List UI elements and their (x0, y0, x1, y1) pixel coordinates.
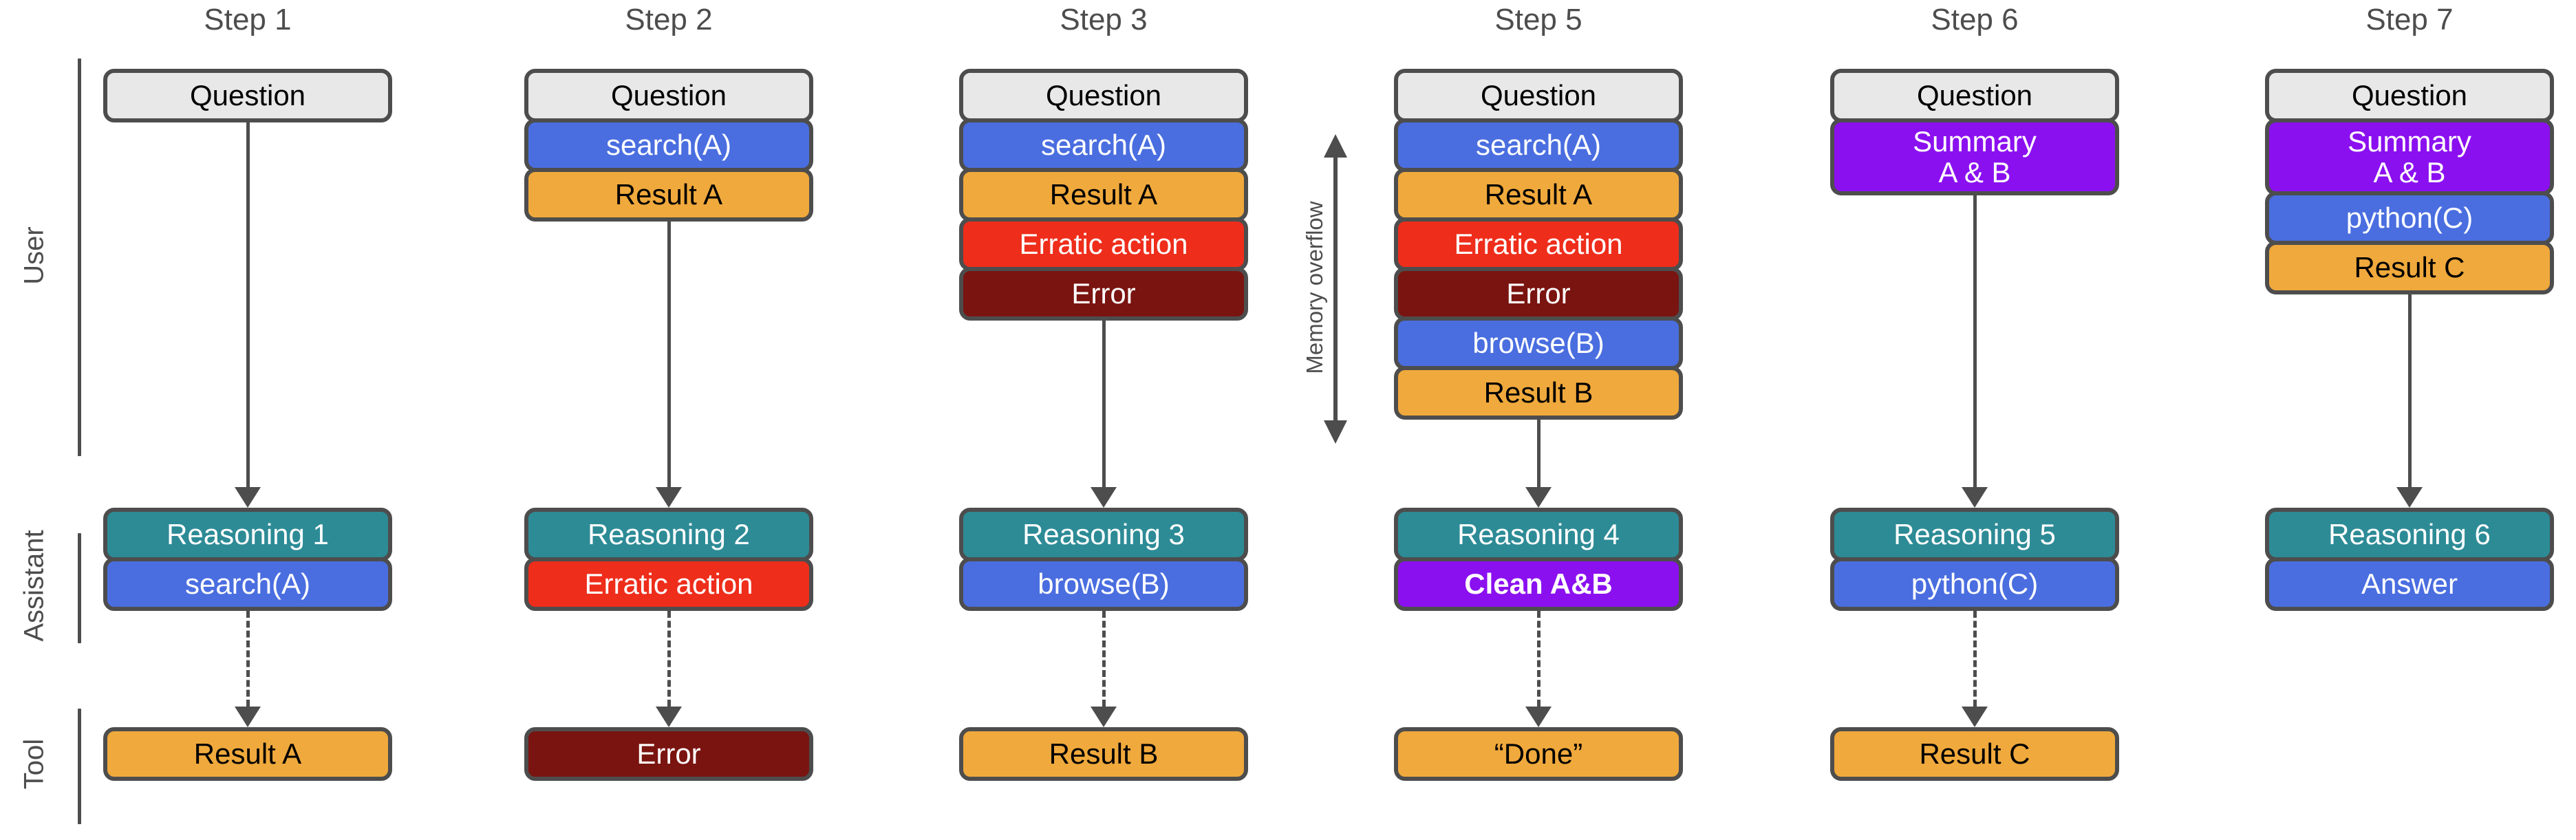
node-user-4-2: search(A) (1394, 118, 1683, 172)
node-assistant-4-1: Reasoning 4 (1394, 508, 1683, 561)
node-user-2-1: Question (524, 69, 813, 122)
node-user-4-6: browse(B) (1394, 316, 1683, 370)
node-user-3-4: Erratic action (959, 217, 1248, 271)
lane-label-assistant: Assistant (19, 530, 50, 642)
node-user-2-2: search(A) (524, 118, 813, 172)
node-assistant-5-1: Reasoning 5 (1830, 508, 2119, 561)
node-user-2-3: Result A (524, 168, 813, 222)
flow-user-to-assistant-6-arrowhead (2396, 487, 2423, 508)
flow-user-to-assistant-3-arrowhead (1091, 487, 1117, 508)
node-user-3-1: Question (959, 69, 1248, 122)
flow-user-to-assistant-4-arrowhead (1525, 487, 1552, 508)
node-user-4-5: Error (1394, 267, 1683, 321)
memory-overflow-label: Memory overflow (1302, 201, 1327, 374)
flow-assistant-to-tool-1-arrowhead (235, 707, 261, 727)
lane-axis-assistant (78, 533, 81, 643)
node-tool-1-1: Result A (103, 727, 392, 781)
node-user-6-4: Result C (2265, 241, 2554, 294)
node-assistant-1-2: search(A) (103, 557, 392, 611)
flow-user-to-assistant-2-line (667, 222, 671, 487)
node-user-4-4: Erratic action (1394, 217, 1683, 271)
node-assistant-2-1: Reasoning 2 (524, 508, 813, 561)
node-tool-3-1: Result B (959, 727, 1248, 781)
flow-user-to-assistant-1-line (246, 122, 250, 487)
node-user-6-3: python(C) (2265, 191, 2554, 245)
memory-overflow-arrowhead-down (1324, 420, 1347, 444)
node-user-1-1: Question (103, 69, 392, 122)
node-user-5-1: Question (1830, 69, 2119, 122)
node-user-3-3: Result A (959, 168, 1248, 222)
flow-assistant-to-tool-5-line (1973, 611, 1977, 707)
node-assistant-1-1: Reasoning 1 (103, 508, 392, 561)
lane-axis-user (78, 58, 81, 456)
node-user-4-7: Result B (1394, 366, 1683, 420)
step-title-1: Step 1 (204, 3, 292, 36)
memory-overflow-arrowhead-up (1324, 134, 1347, 158)
node-assistant-3-1: Reasoning 3 (959, 508, 1248, 561)
flow-assistant-to-tool-3-arrowhead (1091, 707, 1117, 727)
node-assistant-3-2: browse(B) (959, 557, 1248, 611)
node-user-4-3: Result A (1394, 168, 1683, 222)
flow-assistant-to-tool-4-arrowhead (1525, 707, 1552, 727)
node-assistant-6-2: Answer (2265, 557, 2554, 611)
flow-user-to-assistant-3-line (1102, 321, 1106, 487)
memory-overflow-arrow-shaft (1333, 158, 1338, 420)
flow-assistant-to-tool-2-line (667, 611, 671, 707)
lane-label-tool: Tool (19, 738, 50, 790)
node-tool-4-1: “Done” (1394, 727, 1683, 781)
flow-user-to-assistant-1-arrowhead (235, 487, 261, 508)
node-user-6-2: Summary A & B (2265, 118, 2554, 195)
step-title-5: Step 6 (1931, 3, 2019, 36)
node-tool-2-1: Error (524, 727, 813, 781)
step-title-6: Step 7 (2365, 3, 2454, 36)
flow-assistant-to-tool-1-line (246, 611, 250, 707)
flow-user-to-assistant-5-line (1973, 195, 1977, 487)
node-assistant-2-2: Erratic action (524, 557, 813, 611)
flow-user-to-assistant-4-line (1536, 420, 1541, 487)
node-assistant-6-1: Reasoning 6 (2265, 508, 2554, 561)
node-user-5-2: Summary A & B (1830, 118, 2119, 195)
node-assistant-4-2: Clean A&B (1394, 557, 1683, 611)
node-tool-5-1: Result C (1830, 727, 2119, 781)
step-title-4: Step 5 (1494, 3, 1582, 36)
flow-user-to-assistant-5-arrowhead (1962, 487, 1988, 508)
lane-axis-tool (78, 709, 81, 824)
flow-user-to-assistant-6-line (2407, 294, 2412, 487)
node-user-3-2: search(A) (959, 118, 1248, 172)
lane-label-user: User (19, 226, 50, 285)
node-assistant-5-2: python(C) (1830, 557, 2119, 611)
step-title-3: Step 3 (1060, 3, 1148, 36)
flow-assistant-to-tool-5-arrowhead (1962, 707, 1988, 727)
step-title-2: Step 2 (625, 3, 713, 36)
node-user-4-1: Question (1394, 69, 1683, 122)
flow-assistant-to-tool-2-arrowhead (656, 707, 682, 727)
flow-user-to-assistant-2-arrowhead (656, 487, 682, 508)
node-user-6-1: Question (2265, 69, 2554, 122)
flow-assistant-to-tool-3-line (1102, 611, 1106, 707)
flow-assistant-to-tool-4-line (1536, 611, 1541, 707)
node-user-3-5: Error (959, 267, 1248, 321)
